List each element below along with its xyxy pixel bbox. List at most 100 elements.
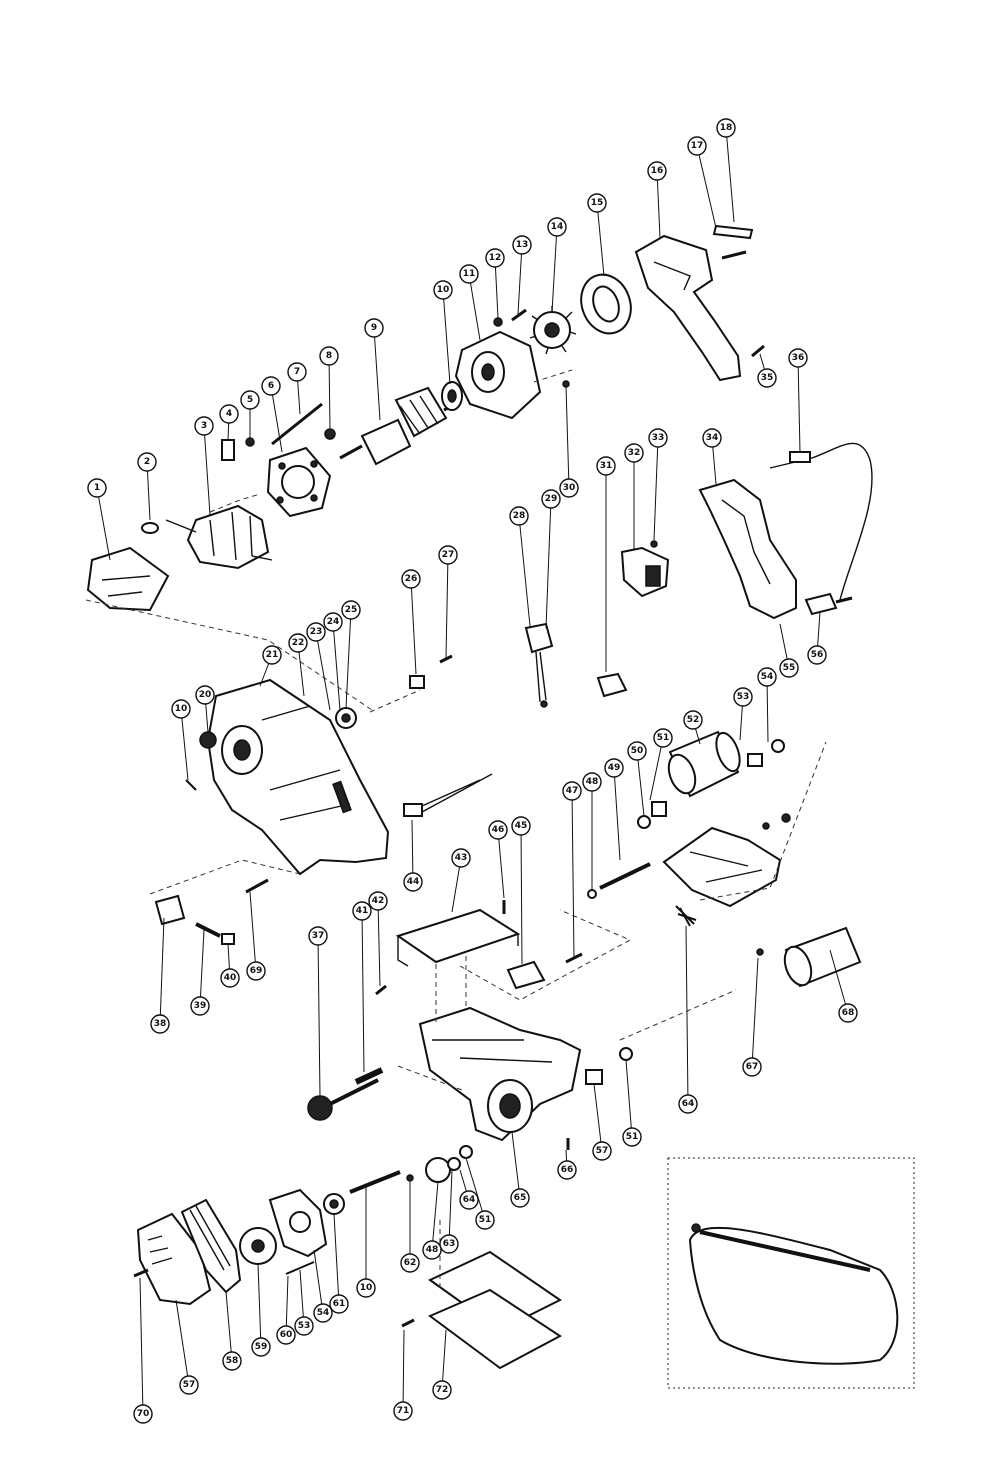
callout-55: 55 (779, 623, 799, 678)
callout-circle (559, 478, 579, 498)
callout-15: 15 (587, 193, 607, 277)
callout-circle (547, 217, 567, 237)
callout-circle (356, 1278, 376, 1298)
callout-leader (518, 515, 531, 627)
callout-label: 54 (761, 672, 774, 682)
callout-leader (175, 1299, 190, 1386)
callout-circle (400, 1253, 420, 1273)
callout-circle (807, 645, 827, 665)
callout-8: 8 (319, 346, 339, 429)
callout-23: 23 (306, 622, 331, 711)
callout-circle (294, 1316, 314, 1336)
callout-circle (179, 1375, 199, 1395)
callout-42: 42 (368, 891, 388, 987)
callout-label: 70 (137, 1409, 150, 1419)
callout-circle (488, 820, 508, 840)
callout-label: 16 (651, 166, 664, 176)
callout-9: 9 (364, 318, 384, 421)
callout-leader (257, 1263, 262, 1348)
callout-circle (341, 600, 361, 620)
callout-circle (393, 1401, 413, 1421)
callout-label: 47 (566, 786, 579, 796)
callout-51: 51 (649, 728, 673, 801)
callout-label: 36 (792, 353, 805, 363)
callout-label: 42 (372, 896, 385, 906)
callout-circle (596, 456, 616, 476)
callout-1: 1 (87, 478, 111, 561)
callout-label: 56 (811, 650, 824, 660)
callout-58: 58 (222, 1291, 242, 1371)
callout-46: 46 (488, 820, 508, 899)
callout-39: 39 (190, 929, 210, 1016)
callout-label: 57 (183, 1380, 196, 1390)
callout-circle (624, 443, 644, 463)
callout-label: 51 (626, 1132, 639, 1142)
callout-circle (287, 362, 307, 382)
callout-label: 48 (426, 1245, 439, 1255)
callout-label: 9 (371, 323, 377, 333)
callout-label: 30 (563, 483, 576, 493)
callout-leader (225, 1291, 233, 1362)
callout-circle (459, 1190, 479, 1210)
callout-label: 61 (333, 1299, 346, 1309)
callout-53: 53 (733, 687, 753, 741)
callout-circle (459, 264, 479, 284)
callout-label: 28 (513, 511, 526, 521)
callout-label: 10 (437, 285, 450, 295)
callout-label: 21 (266, 650, 279, 660)
callout-31: 31 (596, 456, 616, 672)
base-platen-assembly (307, 900, 633, 1194)
callout-leader (249, 891, 257, 972)
callout-circle (251, 1337, 271, 1357)
callout-label: 68 (842, 1008, 855, 1018)
callout-label: 65 (514, 1193, 527, 1203)
callout-circle (627, 741, 647, 761)
callout-circle (329, 1294, 349, 1314)
callout-label: 72 (436, 1385, 449, 1395)
callout-circle (622, 1127, 642, 1147)
callout-label: 59 (255, 1342, 268, 1352)
callout-label: 66 (561, 1165, 574, 1175)
callout-71: 71 (393, 1329, 413, 1421)
callout-leader (373, 327, 381, 421)
callout-label: 46 (492, 825, 505, 835)
callout-label: 50 (631, 746, 644, 756)
callout-leader (725, 127, 735, 223)
callout-circle (485, 248, 505, 268)
callout-label: 32 (628, 448, 641, 458)
callout-circle (87, 478, 107, 498)
callout-circle (582, 772, 602, 792)
callout-35: 35 (757, 353, 777, 388)
callout-62: 62 (400, 1182, 420, 1273)
callout-label: 17 (691, 141, 704, 151)
callout-24: 24 (323, 612, 343, 711)
callout-25: 25 (341, 600, 361, 709)
callout-circle (604, 758, 624, 778)
callout-label: 55 (783, 663, 796, 673)
callout-leader (313, 1249, 324, 1314)
callout-17: 17 (687, 136, 717, 229)
callout-label: 38 (154, 1019, 167, 1029)
callout-11: 11 (459, 264, 481, 341)
callout-leader (511, 1131, 521, 1199)
callout-10: 10 (356, 1186, 376, 1298)
part-number-callouts: 1234567891011121314151617183536343332313… (87, 118, 858, 1424)
callout-leader (497, 829, 505, 899)
callout-label: 29 (545, 494, 558, 504)
callout-33: 33 (648, 428, 668, 541)
callout-label: 7 (294, 367, 300, 377)
callout-20: 20 (195, 685, 215, 733)
belt-drive-assembly (133, 1188, 345, 1306)
callout-44: 44 (403, 819, 423, 892)
callout-label: 63 (443, 1239, 456, 1249)
callout-10: 10 (171, 699, 191, 781)
callout-circle (702, 428, 722, 448)
callout-leader (159, 917, 165, 1025)
callout-circle (648, 428, 668, 448)
callout-circle (438, 545, 458, 565)
callout-leader (431, 1181, 439, 1251)
callout-circle (150, 1014, 170, 1034)
callout-label: 43 (455, 853, 468, 863)
callout-circle (352, 901, 372, 921)
callout-leader (361, 910, 365, 1073)
